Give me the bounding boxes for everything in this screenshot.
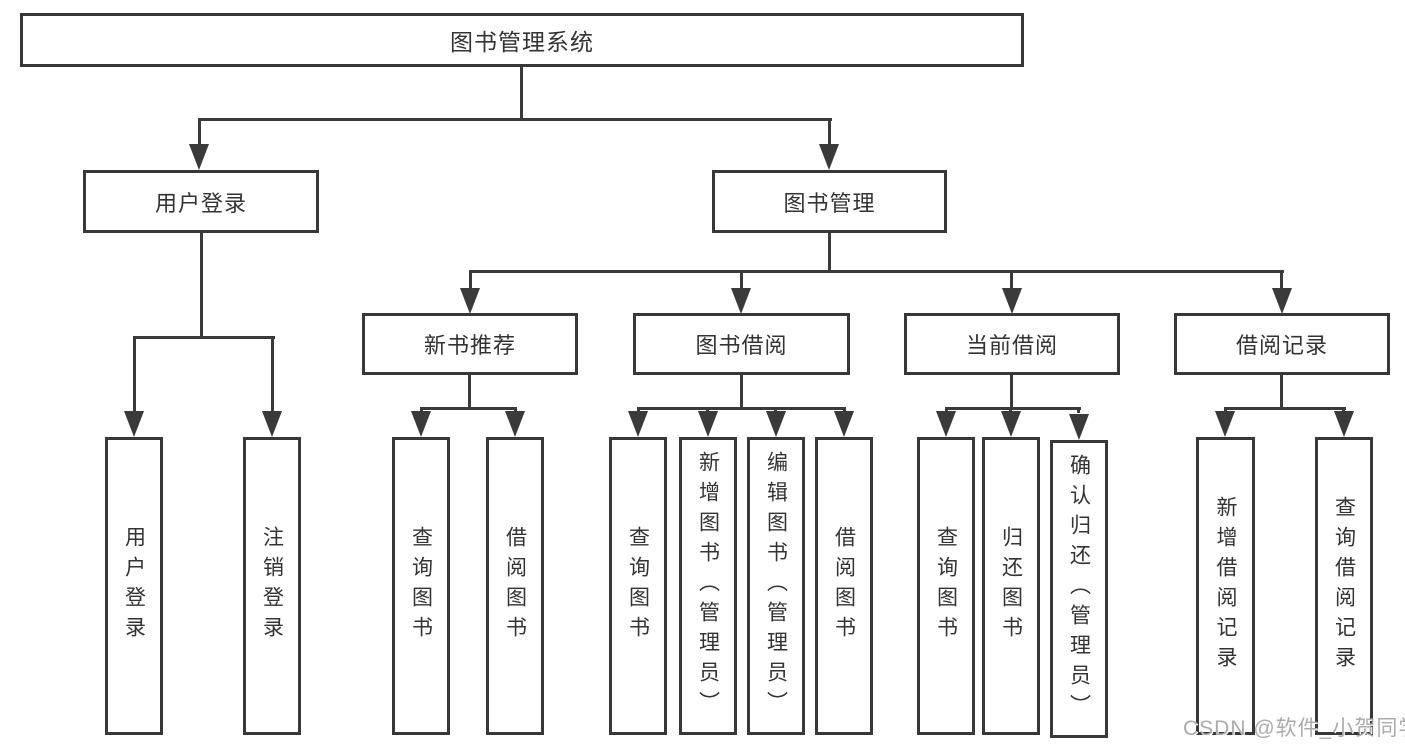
node-book-management: 图书管理 [712, 170, 947, 233]
connector-line [469, 270, 472, 289]
connector-line [133, 336, 136, 411]
leaf-edit-book-admin: 编辑图书（管理员） [747, 437, 805, 735]
arrowhead-icon [766, 411, 786, 437]
connector-line [740, 375, 743, 407]
arrowhead-icon [1002, 288, 1022, 314]
node-label: 图书管理系统 [450, 29, 594, 55]
node-label: 查询图书 [409, 526, 433, 646]
arrowhead-icon [262, 411, 282, 437]
connector-line [637, 407, 640, 413]
leaf-query-book-recommend: 查询图书 [392, 437, 450, 735]
leaf-add-borrow-record: 新增借阅记录 [1196, 437, 1255, 735]
node-label: 新增图书（管理员） [696, 451, 720, 721]
connector-line [1280, 375, 1283, 407]
connector-line [706, 407, 709, 413]
leaf-borrow-book: 借阅图书 [815, 437, 873, 735]
leaf-add-book-admin: 新增图书（管理员） [679, 437, 737, 735]
node-new-book-recommend: 新书推荐 [362, 313, 578, 375]
connector-line [945, 407, 948, 413]
node-label: 当前借阅 [965, 333, 1058, 358]
connector-line [828, 118, 831, 144]
node-label: 借阅图书 [832, 526, 856, 646]
node-current-borrowing: 当前借阅 [904, 313, 1120, 375]
leaf-confirm-return-admin: 确认归还（管理员） [1050, 440, 1108, 738]
connector-line [1010, 270, 1013, 289]
arrowhead-icon [819, 144, 839, 170]
arrowhead-icon [460, 288, 480, 314]
node-label: 编辑图书（管理员） [764, 451, 788, 721]
node-label: 查询借阅记录 [1332, 496, 1356, 676]
connector-line [1224, 407, 1227, 413]
node-label: 图书管理 [783, 190, 876, 216]
connector-line [200, 233, 203, 336]
connector-line [1342, 407, 1345, 413]
connector-line [420, 407, 423, 413]
arrowhead-icon [834, 411, 854, 437]
node-label: 借阅记录 [1235, 333, 1328, 358]
connector-line [468, 375, 471, 407]
leaf-logout: 注销登录 [243, 437, 301, 735]
arrowhead-icon [1001, 411, 1021, 437]
leaf-return-book: 归还图书 [982, 437, 1040, 735]
leaf-query-book-borrowing: 查询图书 [609, 437, 667, 735]
connector-line [1009, 407, 1012, 413]
node-label: 归还图书 [999, 526, 1023, 646]
connector-line [520, 67, 523, 121]
arrowhead-icon [936, 411, 956, 437]
arrowhead-icon [1069, 414, 1089, 440]
arrowhead-icon [698, 411, 718, 437]
node-book-borrowing: 图书借阅 [633, 313, 850, 375]
connector-line [198, 118, 201, 144]
arrowhead-icon [505, 411, 525, 437]
node-label: 新书推荐 [423, 333, 516, 358]
connector-line [945, 407, 1081, 410]
connector-line [774, 407, 777, 413]
connector-line [420, 407, 517, 410]
connector-line [271, 336, 274, 411]
csdn-watermark: CSDN @软件_小贺同学 [1183, 717, 1405, 740]
connector-line [637, 407, 846, 410]
connector-line [1077, 407, 1080, 413]
arrowhead-icon [189, 144, 209, 170]
leaf-query-book-current: 查询图书 [917, 437, 975, 735]
connector-line [828, 233, 831, 272]
arrowhead-icon [1272, 288, 1292, 314]
node-label: 图书借阅 [695, 333, 788, 358]
leaf-query-borrow-record: 查询借阅记录 [1315, 437, 1373, 735]
connector-line [1280, 270, 1283, 289]
node-label: 查询图书 [934, 526, 958, 646]
node-label: 确认归还（管理员） [1067, 454, 1091, 724]
arrowhead-icon [731, 288, 751, 314]
arrowhead-icon [1334, 411, 1354, 437]
connector-line [133, 336, 275, 339]
connector-line [469, 270, 1284, 273]
node-label: 借阅图书 [503, 526, 527, 646]
leaf-user-login: 用户登录 [105, 437, 163, 735]
leaf-borrow-book-recommend: 借阅图书 [486, 437, 544, 735]
node-label: 用户登录 [154, 190, 247, 216]
arrowhead-icon [124, 411, 144, 437]
connector-line [514, 407, 517, 413]
node-label: 用户登录 [122, 526, 146, 646]
node-user-login: 用户登录 [83, 170, 319, 233]
connector-line [198, 118, 832, 121]
node-root-library-system: 图书管理系统 [20, 13, 1024, 67]
connector-line [843, 407, 846, 413]
connector-line [740, 270, 743, 289]
arrowhead-icon [411, 411, 431, 437]
arrowhead-icon [628, 411, 648, 437]
connector-line [1010, 375, 1013, 407]
arrowhead-icon [1215, 411, 1235, 437]
node-borrowing-records: 借阅记录 [1174, 313, 1390, 375]
node-label: 注销登录 [260, 526, 284, 646]
node-label: 查询图书 [626, 526, 650, 646]
node-label: 新增借阅记录 [1214, 496, 1237, 676]
connector-line [1224, 407, 1346, 410]
